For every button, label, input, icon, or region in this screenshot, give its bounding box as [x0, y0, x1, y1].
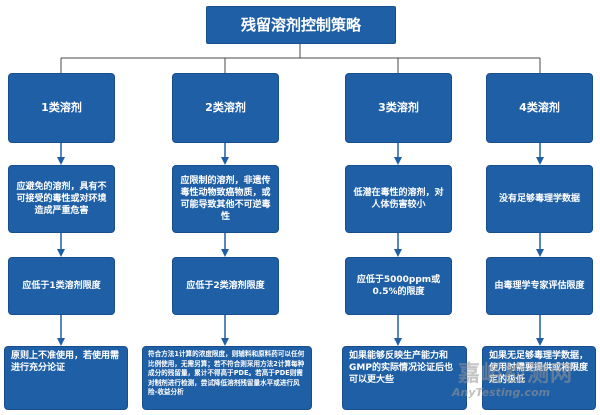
description-2-box: 应限制的溶剂，非遗传毒性动物致癌物质，或可能导致其他不可逆毒性 [172, 165, 279, 233]
limit-3-box: 应低于5000ppm或0.5%的限度 [345, 257, 452, 315]
arrow-down [57, 338, 65, 346]
watermark-site-text: AnyTesting.com [452, 386, 551, 399]
description-1-box: 应避免的溶剂，具有不可接受的毒性或对环境造成严重危害 [8, 165, 115, 233]
diagram-title: 残留溶剂控制策略 [206, 6, 396, 44]
category-4-box: 4类溶剂 [486, 73, 593, 143]
arrow-down [536, 157, 544, 165]
arrow-down [536, 338, 544, 346]
limit-1-box: 应低于1类溶剂限度 [8, 257, 115, 315]
note-3-box: 如果能够反映生产能力和GMP的实际情况论证后也可以更大些 [342, 346, 467, 410]
description-4-box: 没有足够毒理学数据 [486, 165, 593, 233]
category-2-box: 2类溶剂 [172, 73, 279, 143]
arrow-down [57, 249, 65, 257]
limit-4-box: 由毒理学专家评估限度 [486, 257, 593, 315]
arrow-down [394, 338, 402, 346]
arrow-down [394, 157, 402, 165]
limit-2-box: 应低于2类溶剂限度 [172, 257, 279, 315]
watermark-logo-text: 嘉峪检测网 [458, 362, 574, 387]
note-4-box: 如果无足够毒理学数据，使用时需要提供或将限度定的极低 [482, 346, 596, 410]
arrow-down [221, 249, 229, 257]
category-3-box: 3类溶剂 [345, 73, 452, 143]
arrow-down [57, 157, 65, 165]
category-1-box: 1类溶剂 [8, 73, 115, 143]
note-1-box: 原则上不准使用，若使用需进行充分论证 [4, 346, 128, 410]
note-2-box: 符合方法1计算的浓度限度，则辅料和原料药可以任何比例使用，无需另算；若不符合则采… [142, 346, 312, 410]
arrow-down [221, 338, 229, 346]
arrow-down [221, 157, 229, 165]
arrow-down [394, 249, 402, 257]
arrow-down [536, 249, 544, 257]
description-3-box: 低潜在毒性的溶剂，对人体伤害较小 [345, 165, 452, 233]
